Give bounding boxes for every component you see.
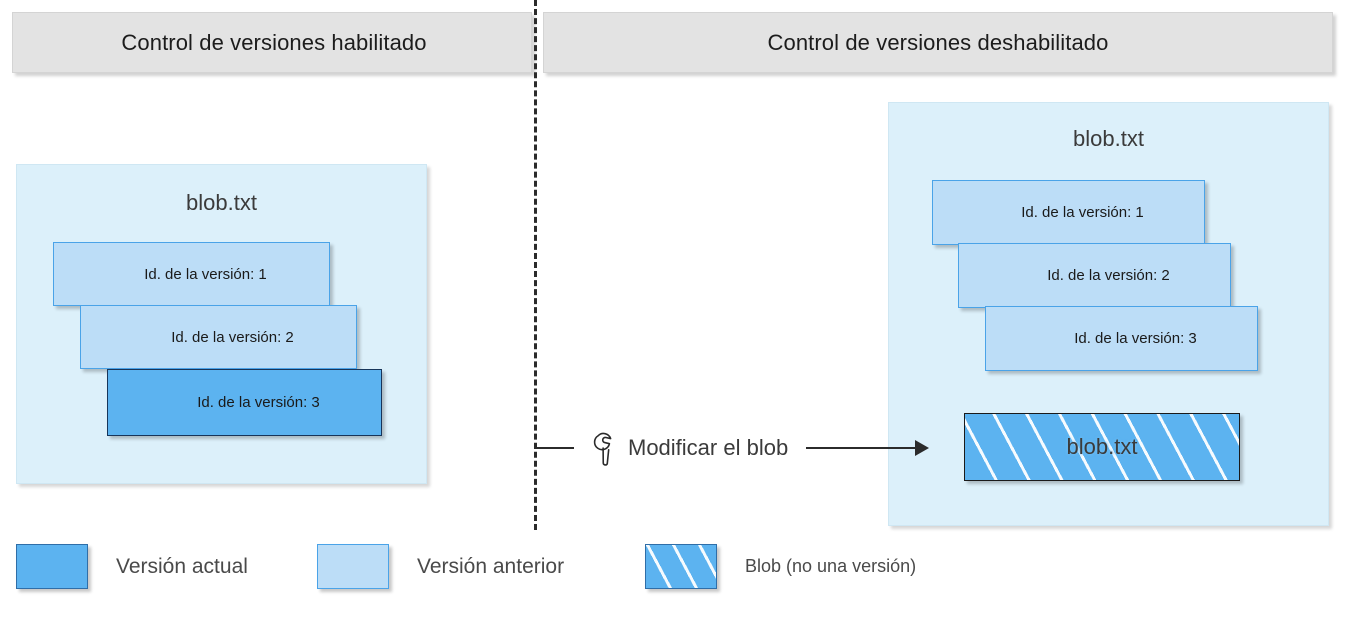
modify-connector-line	[534, 447, 574, 449]
legend-swatch-previous-version	[317, 544, 389, 589]
legend-swatch-blob-not-version	[645, 544, 717, 589]
left-version-box-2: Id. de la versión: 2	[80, 305, 357, 369]
legend: Versión actual Versión anterior Blob (no…	[0, 540, 1345, 610]
modify-blob-label: Modificar el blob	[628, 435, 789, 460]
left-version-label-1: Id. de la versión: 1	[144, 265, 267, 283]
left-panel-title: blob.txt	[186, 190, 257, 215]
right-version-box-2: Id. de la versión: 2	[958, 243, 1231, 308]
header-versioning-disabled-label: Control de versiones deshabilitado	[767, 29, 1109, 55]
legend-label-current-version: Versión actual	[116, 554, 248, 578]
legend-item-previous-version: Versión anterior	[317, 544, 564, 589]
left-version-box-3-current: Id. de la versión: 3	[107, 369, 382, 436]
modified-blob-box: blob.txt	[964, 413, 1240, 481]
legend-item-blob-not-version: Blob (no una versión)	[645, 544, 916, 589]
modify-blob-flow: Modificar el blob	[534, 428, 974, 468]
wrench-icon	[593, 432, 612, 466]
modify-arrow	[806, 440, 930, 456]
legend-swatch-current-version	[16, 544, 88, 589]
modified-blob-label: blob.txt	[1066, 434, 1138, 459]
vertical-divider	[534, 0, 537, 530]
right-version-box-1: Id. de la versión: 1	[932, 180, 1205, 245]
right-version-label-2: Id. de la versión: 2	[1047, 267, 1170, 284]
right-version-box-3: Id. de la versión: 3	[985, 306, 1258, 371]
left-version-box-1: Id. de la versión: 1	[53, 242, 330, 306]
header-versioning-enabled-label: Control de versiones habilitado	[121, 29, 427, 55]
legend-label-previous-version: Versión anterior	[417, 554, 565, 578]
legend-item-current-version: Versión actual	[16, 544, 248, 589]
header-versioning-disabled: Control de versiones deshabilitado	[543, 12, 1333, 73]
legend-label-blob-not-version: Blob (no una versión)	[745, 556, 917, 576]
right-version-label-1: Id. de la versión: 1	[1021, 204, 1144, 221]
right-panel-title: blob.txt	[1073, 126, 1144, 151]
left-version-label-3: Id. de la versión: 3	[197, 394, 320, 411]
modify-arrow-line	[806, 447, 917, 449]
right-version-label-3: Id. de la versión: 3	[1074, 330, 1197, 347]
left-version-label-2: Id. de la versión: 2	[171, 328, 294, 346]
modify-arrow-head-icon	[915, 440, 930, 456]
header-versioning-enabled: Control de versiones habilitado	[12, 12, 532, 73]
